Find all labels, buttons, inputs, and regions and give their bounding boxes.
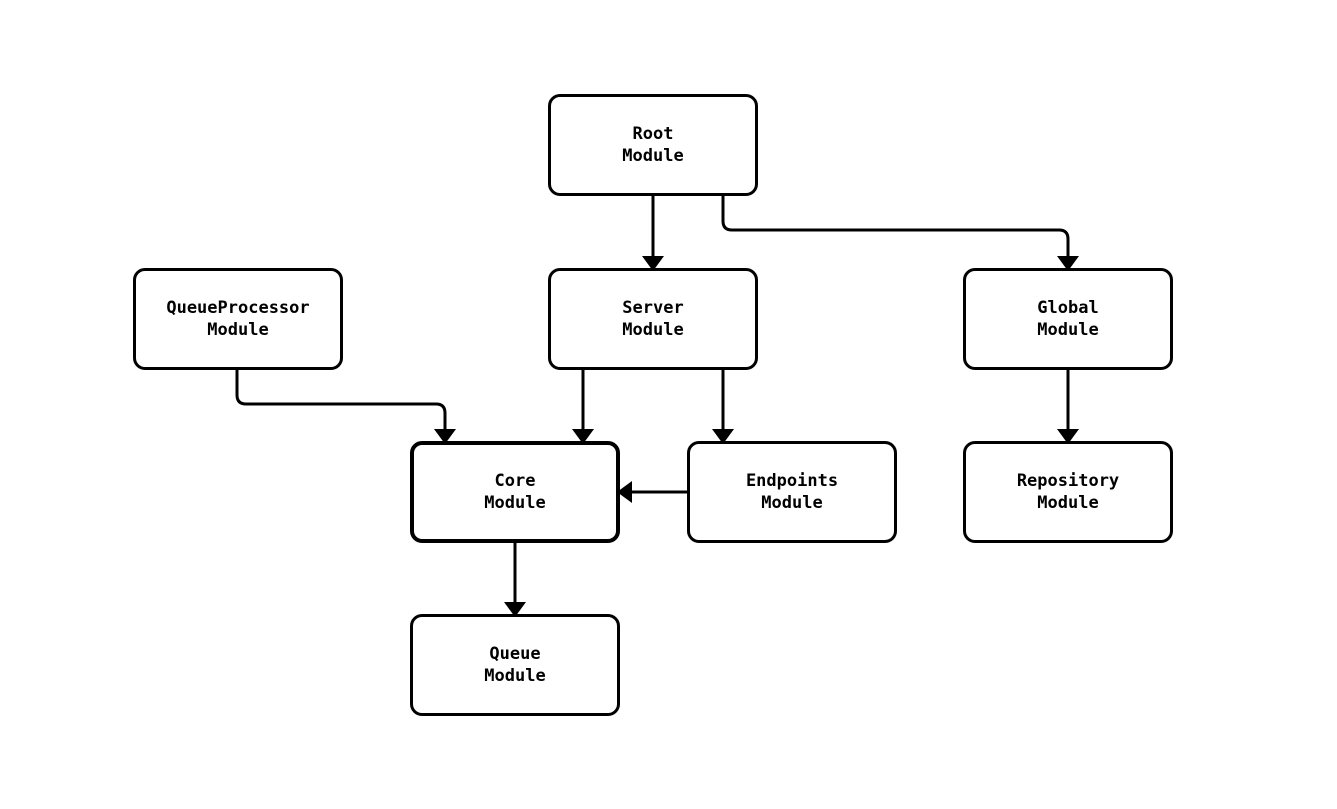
node-queueprocessor[interactable]: QueueProcessor Module [133, 268, 343, 370]
node-core[interactable]: Core Module [410, 441, 620, 543]
node-root[interactable]: Root Module [548, 94, 758, 196]
node-repository[interactable]: Repository Module [963, 441, 1173, 543]
edge-endpoints-core [617, 481, 687, 503]
node-label-endpoints: Endpoints Module [745, 471, 839, 513]
node-label-server: Server Module [622, 298, 684, 340]
edge-queueprocessor-core [235, 370, 456, 444]
node-label-global: Global Module [1037, 298, 1099, 340]
node-label-queueprocessor: QueueProcessor Module [166, 298, 310, 340]
edge-root-global [721, 196, 1079, 271]
edge-global-repository [1057, 370, 1079, 444]
node-label-core: Core Module [484, 471, 546, 513]
node-server[interactable]: Server Module [548, 268, 758, 370]
node-label-root: Root Module [622, 124, 684, 166]
node-global[interactable]: Global Module [963, 268, 1173, 370]
node-endpoints[interactable]: Endpoints Module [687, 441, 897, 543]
edge-server-core [572, 370, 594, 444]
edge-core-queue [504, 543, 526, 617]
node-queue[interactable]: Queue Module [410, 614, 620, 716]
edge-server-endpoints [712, 370, 734, 444]
edge-root-server [642, 196, 664, 271]
node-label-repository: Repository Module [1016, 471, 1120, 513]
node-label-queue: Queue Module [484, 644, 546, 686]
